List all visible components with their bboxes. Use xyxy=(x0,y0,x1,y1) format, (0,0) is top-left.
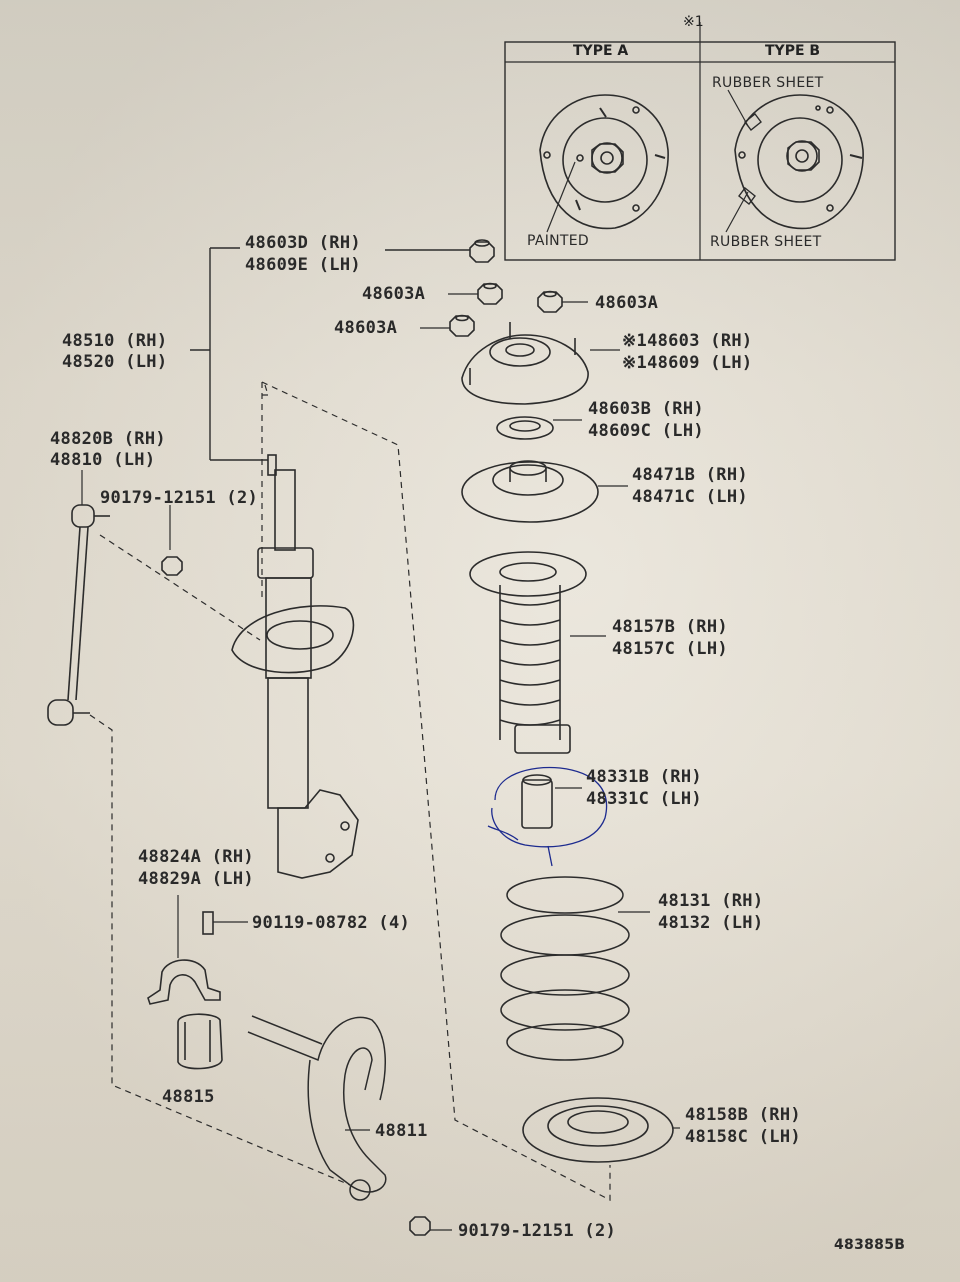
strut-bracket-lines xyxy=(190,247,470,461)
label-spring-lh: 48132 (LH) xyxy=(658,913,764,933)
type-b-mount xyxy=(725,89,864,233)
assembly-dashed-outline xyxy=(89,381,611,1201)
type-a-note: PAINTED xyxy=(527,233,590,249)
label-link-rh: 48820B (RH) xyxy=(50,429,166,449)
type-b-title: TYPE B xyxy=(765,43,821,59)
label-spring-rh: 48131 (RH) xyxy=(658,891,764,911)
label-insulator-lh: 48158C (LH) xyxy=(685,1127,801,1147)
type-a-title: TYPE A xyxy=(573,43,629,59)
label-bearing-lh: 48609C (LH) xyxy=(588,421,704,441)
label-nut-a3: 48603A xyxy=(334,318,398,338)
type-b-note-top: RUBBER SHEET xyxy=(712,75,824,91)
nut-48603a-1 xyxy=(448,282,503,305)
label-bumper-lh: 48331C (LH) xyxy=(586,789,702,809)
nut-48603a-2 xyxy=(537,290,588,313)
bar-nut-part xyxy=(409,1216,452,1236)
bracket-part xyxy=(147,895,248,1005)
pen-circle-mark xyxy=(487,766,608,867)
label-mount-rh: ※148603 (RH) xyxy=(622,331,753,351)
label-bearing-rh: 48603B (RH) xyxy=(588,399,704,419)
nut-48603a-3 xyxy=(420,314,475,337)
label-seat-upper-rh: 48471B (RH) xyxy=(632,465,748,485)
bearing-part xyxy=(496,416,582,440)
label-bushing: 48815 xyxy=(162,1087,215,1107)
label-bumper-rh: 48331B (RH) xyxy=(586,767,702,787)
nut-48603d xyxy=(469,239,495,263)
label-boot-rh: 48157B (RH) xyxy=(612,617,728,637)
type-b-note-bottom: RUBBER SHEET xyxy=(710,234,822,250)
label-bolt: 90119-08782 (4) xyxy=(252,913,411,933)
label-nut-top-rh: 48603D (RH) xyxy=(245,233,361,253)
label-seat-upper-lh: 48471C (LH) xyxy=(632,487,748,507)
link-nut-part xyxy=(161,505,183,576)
upper-seat-part xyxy=(461,460,628,523)
figure-code: 483885B xyxy=(834,1237,906,1253)
type-a-mount xyxy=(539,94,669,233)
label-boot-lh: 48157C (LH) xyxy=(612,639,728,659)
label-nut-a2: 48603A xyxy=(595,293,659,313)
label-bracket-rh: 48824A (RH) xyxy=(138,847,254,867)
label-link-lh: 48810 (LH) xyxy=(50,450,156,470)
coil-spring-part xyxy=(500,876,650,1061)
lower-insulator-part xyxy=(522,1097,680,1163)
dust-boot-part xyxy=(469,551,606,754)
inset-table xyxy=(504,22,896,261)
label-strut-rh: 48510 (RH) xyxy=(62,331,168,351)
bump-stopper-part xyxy=(521,774,582,829)
inset-marker: ※1 xyxy=(683,14,704,30)
bushing-part xyxy=(177,1013,223,1070)
label-link-nut: 90179-12151 (2) xyxy=(100,488,259,508)
label-bracket-lh: 48829A (LH) xyxy=(138,869,254,889)
upper-mount-part xyxy=(461,322,620,405)
label-nut-top-lh: 48609E (LH) xyxy=(245,255,361,275)
stabilizer-link-part xyxy=(47,470,110,726)
shock-absorber-part xyxy=(231,454,359,879)
label-nut-a1: 48603A xyxy=(362,284,426,304)
label-stabilizer: 48811 xyxy=(375,1121,428,1141)
label-mount-lh: ※148609 (LH) xyxy=(622,353,753,373)
label-strut-lh: 48520 (LH) xyxy=(62,352,168,372)
label-bar-nut: 90179-12151 (2) xyxy=(458,1221,617,1241)
stabilizer-bar-part xyxy=(247,1015,387,1201)
label-insulator-rh: 48158B (RH) xyxy=(685,1105,801,1125)
